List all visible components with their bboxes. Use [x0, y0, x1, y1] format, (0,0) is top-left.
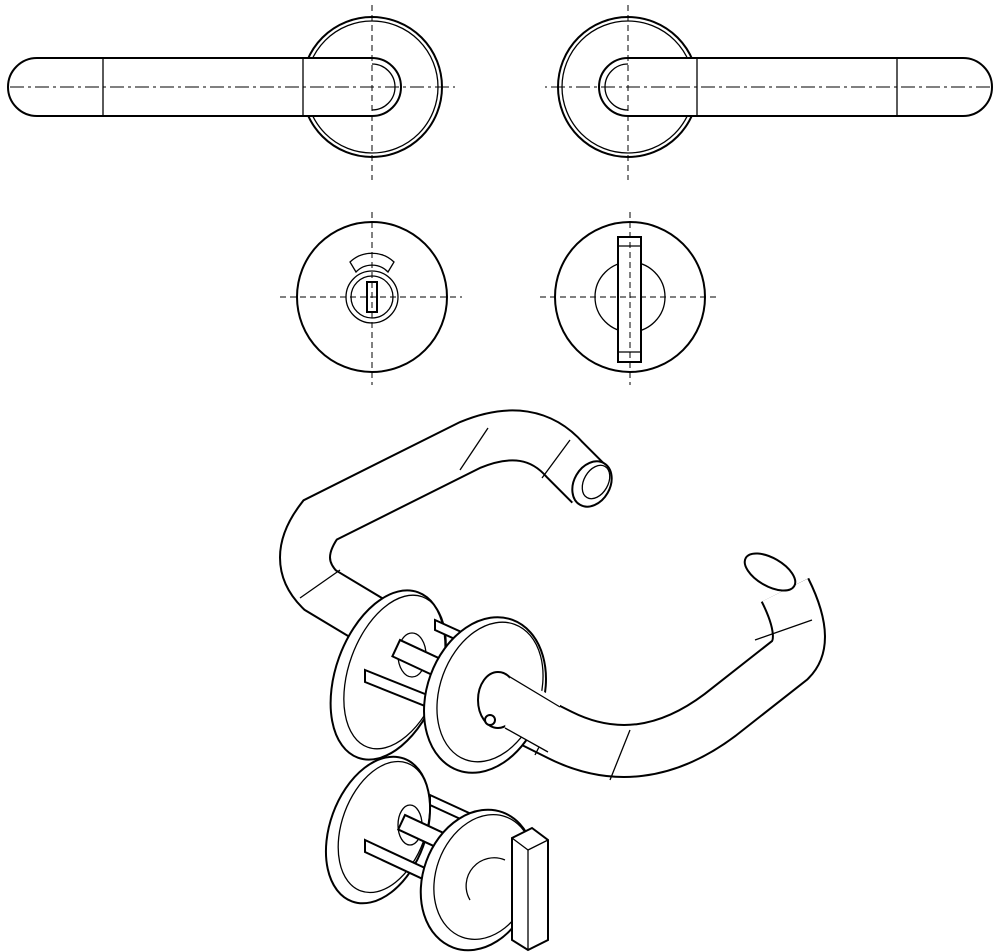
isometric-assembly: [279, 409, 826, 952]
thumb-turn: [511, 826, 549, 952]
lever-right-front-view: [545, 5, 993, 180]
lever-end-cap: [571, 460, 613, 508]
front-lever: [478, 578, 824, 776]
turn-base: [465, 857, 506, 901]
thumb-turn-front-view: [540, 212, 720, 385]
lever-left-front-view: [7, 5, 455, 180]
indicator-window: [349, 252, 395, 274]
privacy-indicator-front-view: [280, 212, 462, 385]
grub-screw: [484, 714, 496, 726]
